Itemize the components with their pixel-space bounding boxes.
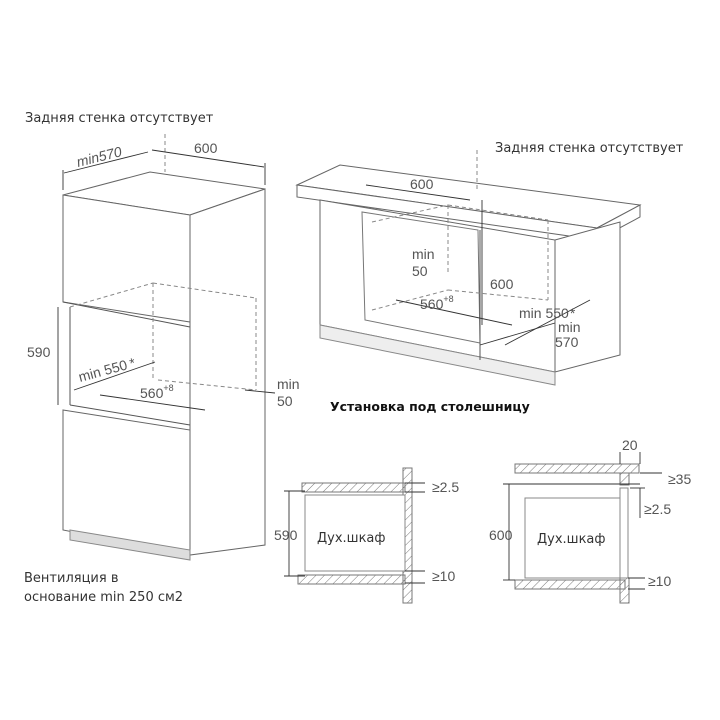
gap-min-label: min [277,376,300,392]
section1-bottom-gap: ≥10 [432,568,455,584]
no-back-wall-label-right: Задняя стенка отсутствует [495,141,684,156]
section1-height: 590 [274,527,298,543]
section-tall-cabinet [284,467,425,604]
counter-gap-value: 50 [412,263,428,279]
section1-oven-label: Дух.шкаф [317,531,386,546]
height-dim: 590 [27,344,51,360]
under-counter-drawing [295,150,642,386]
depth-dim: min570 [75,143,124,170]
section2-top-gap: ≥2.5 [644,501,671,517]
ventilation-label-1: Вентиляция в [24,571,118,586]
counter-width-dim: 600 [410,176,434,192]
gap-value: 50 [277,393,293,409]
section2-counter-gap: ≥35 [668,471,691,487]
ventilation-label-2: основание min 250 см2 [24,590,183,605]
counter-height-dim: 600 [490,276,514,292]
section1-top-gap: ≥2.5 [432,479,459,495]
tall-cabinet-drawing [57,134,276,561]
counter-gap-min: min [412,246,435,262]
counter-niche-depth: min 550* [519,305,576,321]
counter-depth-min: min [558,319,581,335]
counter-depth-value: 570 [555,334,579,350]
section2-height: 600 [489,527,513,543]
niche-depth-dim: min 550* [77,354,138,385]
section2-overhang: 20 [622,437,638,453]
width-dim: 600 [194,140,218,156]
counter-niche-width: 560+8 [420,294,454,312]
section-under-counter [503,452,662,604]
no-back-wall-label: Задняя стенка отсутствует [25,111,214,126]
section2-bottom-gap: ≥10 [648,573,671,589]
under-counter-title: Установка под столешницу [330,399,530,414]
niche-width-dim: 560+8 [140,383,174,401]
section2-oven-label: Дух.шкаф [537,532,606,547]
